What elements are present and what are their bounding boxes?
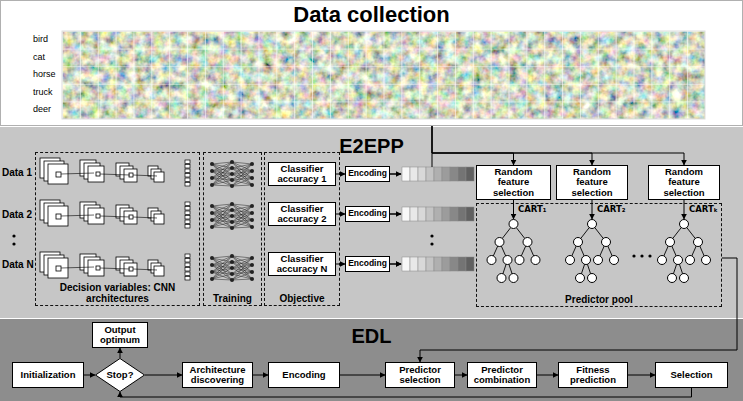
node-text: Decision variables: CNN architectures <box>35 282 200 304</box>
process-box: Output optimum <box>92 322 148 348</box>
flow-arrow <box>336 174 345 175</box>
node-text: Classifier accuracy N <box>269 254 335 275</box>
feature-selection-box: Random feature selection <box>476 165 551 200</box>
node-text: Encoding <box>346 259 389 268</box>
vector-leader <box>432 153 433 167</box>
node-text: Classifier accuracy 1 <box>269 164 335 185</box>
training-group: Training <box>203 152 262 306</box>
process-box: Initialization <box>12 362 84 388</box>
cnn-symbol <box>40 200 190 228</box>
vector-arrow <box>390 174 401 175</box>
accuracy-box: Classifier accuracy 1 <box>268 162 336 186</box>
encoding-box: Encoding <box>345 256 390 272</box>
node-text: Selection <box>656 370 727 380</box>
band-title: Data collection <box>0 3 743 27</box>
tree-arrow <box>592 200 593 219</box>
process-box: Architecture discovering <box>182 362 253 388</box>
flow-arrow <box>432 126 592 165</box>
tree-arrow <box>684 200 685 219</box>
ellipsis-dot <box>632 254 635 257</box>
network-symbol <box>210 160 254 188</box>
cnn-architecture-group: Decision variables: CNN architectures <box>35 152 200 306</box>
diamond-shape <box>96 359 145 392</box>
flow-arrow <box>120 388 692 397</box>
encoding-box: Encoding <box>345 206 390 222</box>
flow-arrow <box>432 126 684 165</box>
flow-arrow <box>84 375 95 376</box>
ellipsis-dot <box>12 234 15 237</box>
tree-arrow <box>513 200 514 219</box>
tree-symbol <box>566 220 619 283</box>
process-box: Predictor combination <box>467 362 537 388</box>
encoding-vector <box>402 207 474 221</box>
predictor-pool-group: Predictor pool <box>476 203 722 307</box>
cnn-symbol <box>40 158 190 186</box>
vector-arrow <box>390 264 401 265</box>
ellipsis-dot <box>12 242 15 245</box>
node-text: Initialization <box>13 370 83 380</box>
flow-arrow <box>537 375 558 376</box>
ellipsis-dot <box>640 254 643 257</box>
flow-arrow <box>340 375 385 376</box>
feature-selection-box: Random feature selection <box>648 165 720 200</box>
vector-arrow <box>390 214 401 215</box>
node-text: Random feature selection <box>649 167 719 198</box>
network-symbol <box>210 202 254 230</box>
encoding-vector <box>402 167 474 181</box>
frame <box>1 1 743 126</box>
node-text: Fitness prediction <box>559 365 627 386</box>
node-text: Architecture discovering <box>183 365 252 386</box>
node-text: Training <box>203 293 262 304</box>
node-text: Random feature selection <box>557 167 627 198</box>
accuracy-box: Classifier accuracy 2 <box>268 202 336 226</box>
e2epp-band: E2EPP Decision variables: CNN architectur… <box>0 127 743 318</box>
flow-arrow <box>420 258 737 362</box>
node-text: Predictor pool <box>476 294 722 305</box>
flow-arrow <box>120 348 121 358</box>
flow-arrow <box>336 214 345 215</box>
tree-symbol <box>487 220 540 283</box>
flow-arrow <box>432 126 514 165</box>
edl-band: EDLOutput optimumInitializationStop?Arch… <box>0 319 743 401</box>
ellipsis-dot <box>648 254 651 257</box>
node-text: Encoding <box>269 370 339 380</box>
network-symbol <box>210 254 254 282</box>
node-text: Encoding <box>346 169 389 178</box>
encoding-box: Encoding <box>345 166 390 182</box>
accuracy-box: Classifier accuracy N <box>268 252 336 276</box>
flow-arrow <box>253 375 268 376</box>
process-box: Predictor selection <box>385 362 455 388</box>
flow-arrow <box>336 264 345 265</box>
node-text: Predictor combination <box>468 365 536 386</box>
node-text: Classifier accuracy 2 <box>269 204 335 225</box>
node-text: Objective <box>264 293 340 304</box>
node-text: Output optimum <box>93 325 147 346</box>
ellipsis-dot <box>430 242 433 245</box>
node-text: Random feature selection <box>477 167 550 198</box>
node-text: Predictor selection <box>386 365 454 386</box>
band-title: E2EPP <box>0 135 743 157</box>
objective-group: Objective Classifier accuracy 1 Classifier… <box>264 152 340 306</box>
thumbnail-grid <box>62 31 705 119</box>
feature-selection-box: Random feature selection <box>556 165 628 200</box>
process-box: Encoding <box>268 362 340 388</box>
vector-arrow <box>390 174 401 264</box>
node-text: Stop? <box>107 370 134 380</box>
process-box: Fitness prediction <box>558 362 628 388</box>
ellipsis-dot <box>430 234 433 237</box>
data-collection-band: Data collection <box>0 0 743 126</box>
flow-arrow <box>455 375 467 376</box>
flow-arrow <box>628 375 655 376</box>
tree-symbol <box>658 220 711 283</box>
process-box: Selection <box>655 362 728 388</box>
node-text: Encoding <box>346 209 389 218</box>
encoding-vector <box>402 257 474 271</box>
decision-diamond: Stop? <box>95 358 145 392</box>
cnn-symbol <box>40 252 190 280</box>
flow-arrow <box>145 375 182 376</box>
dataset-thumbnails <box>62 31 705 119</box>
